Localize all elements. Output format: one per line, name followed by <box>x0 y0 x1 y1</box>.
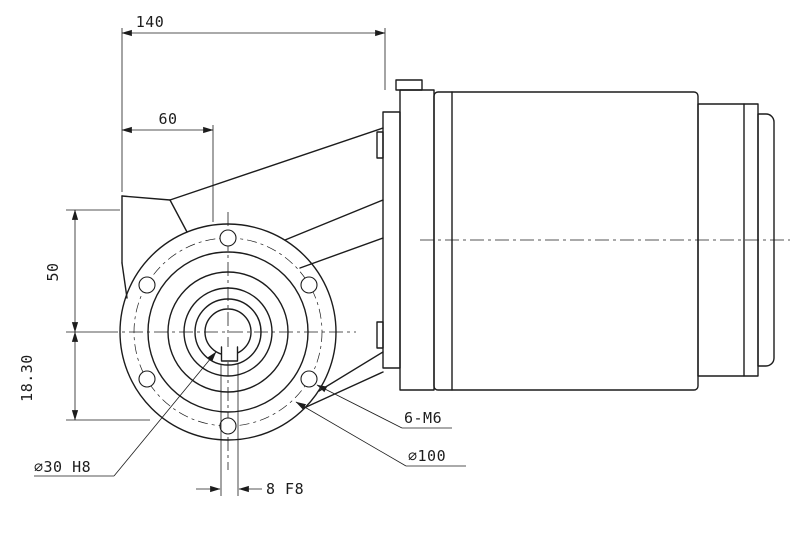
bore-label: ⌀30 H8 <box>34 458 91 476</box>
callout-bore: ⌀30 H8 <box>34 351 217 477</box>
motor-flange <box>376 79 435 391</box>
flange-step-circle <box>167 271 289 393</box>
dim-140-label: 140 <box>136 13 165 31</box>
bolt-hole <box>300 370 318 388</box>
dim-50-label: 50 <box>44 262 62 281</box>
adapter-mid-rib <box>299 237 384 269</box>
flange-tab-lower <box>376 321 384 349</box>
leader-line <box>113 351 217 477</box>
flange-outer-circle <box>119 223 337 441</box>
motor-flange-back-plate <box>382 111 401 369</box>
motor-tail-cap <box>757 113 775 367</box>
bolt-holes-label: 6-M6 <box>404 409 442 427</box>
adapter-top-edge <box>169 127 384 201</box>
bolt-hole <box>138 370 156 388</box>
housing-lower-left-edge <box>121 262 128 299</box>
motor-shell <box>433 91 699 391</box>
adapter-upper-rib <box>284 199 384 241</box>
callout-bolt-holes: 6-M6 <box>316 384 452 429</box>
housing-neck-line <box>169 199 188 233</box>
dim-flange-width: 60 <box>121 110 214 222</box>
flange-tab-upper <box>376 131 384 159</box>
dim-lower-offset: 18.30 <box>18 331 150 421</box>
gearbox-housing <box>121 127 384 409</box>
bolt-hole <box>219 417 237 435</box>
leader-line <box>316 384 403 429</box>
output-flange-front-view <box>119 223 337 441</box>
housing-top-edge <box>121 195 171 201</box>
shaft-hub-circle <box>183 287 273 377</box>
motor-body <box>433 91 775 391</box>
keyway-slot <box>220 346 239 362</box>
dim-center-height: 50 <box>44 209 120 333</box>
keyway-label: 8 F8 <box>266 480 304 498</box>
shaft-boss-circle <box>194 298 262 366</box>
adapter-bottom-rib <box>318 351 384 392</box>
dim-keyway-width: 8 F8 <box>196 364 304 498</box>
adapter-bottom-edge <box>303 371 384 409</box>
keyway-fill <box>221 347 238 361</box>
bolt-hole <box>219 229 237 247</box>
bolt-hole <box>300 276 318 294</box>
bolt-circle-label: ⌀100 <box>408 447 446 465</box>
leader-line <box>295 401 407 467</box>
dim-overall-width: 140 <box>121 13 386 192</box>
dim-18-30-label: 18.30 <box>18 354 36 402</box>
callout-bolt-circle: ⌀100 <box>295 401 466 467</box>
flange-boss-circle <box>147 251 309 413</box>
bolt-hole <box>138 276 156 294</box>
flange-top-lug <box>395 79 423 91</box>
dim-60-label: 60 <box>158 110 177 128</box>
